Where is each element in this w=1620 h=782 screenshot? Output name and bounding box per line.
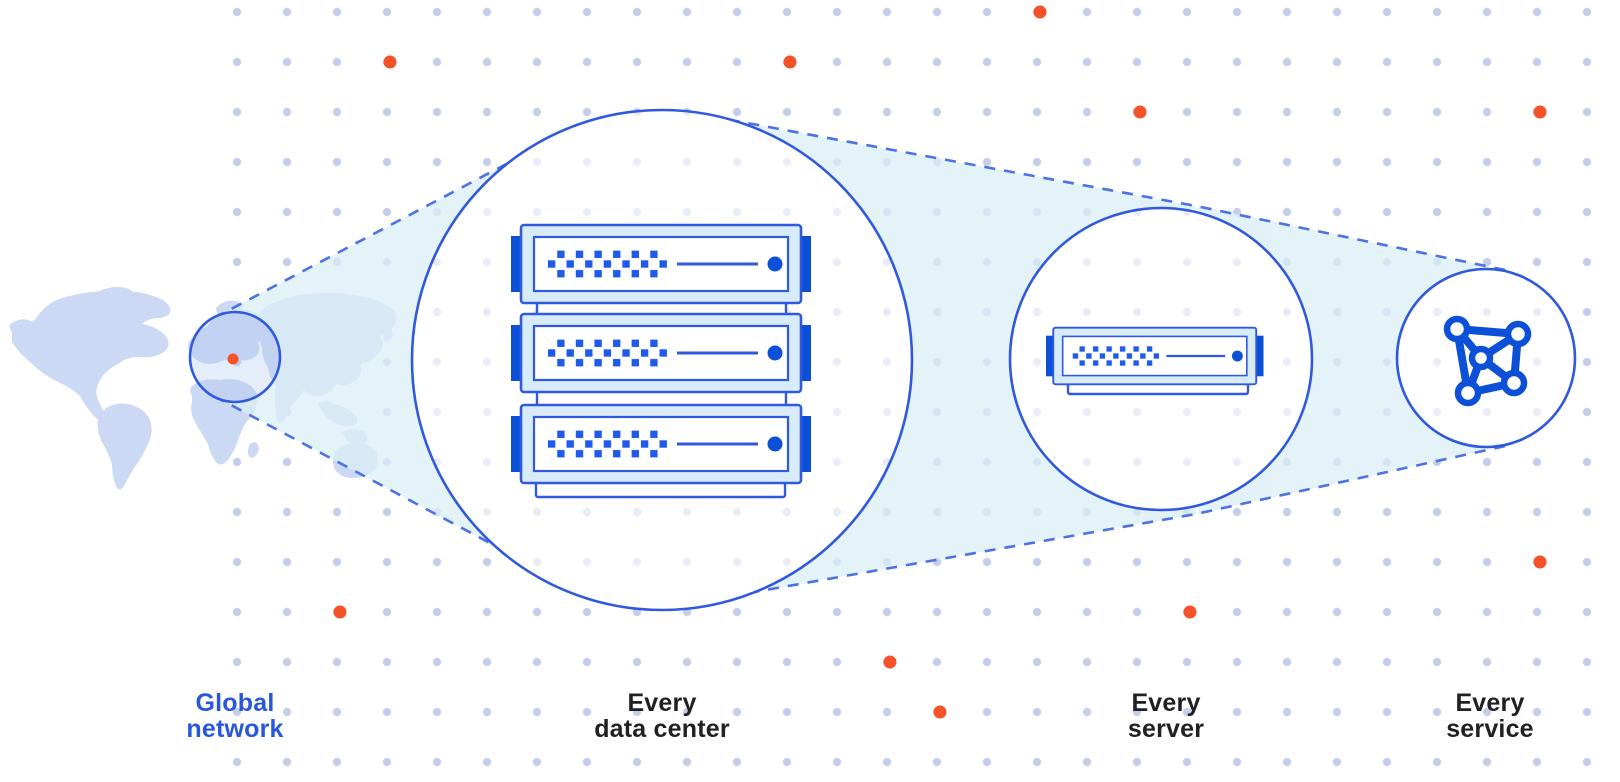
orange-accent-dot — [1033, 5, 1047, 19]
orange-accent-dot — [933, 705, 947, 719]
server-rack-illustration — [509, 223, 813, 499]
stage-label-every-service: Every service — [1360, 690, 1620, 742]
server-unit-1 — [509, 223, 813, 305]
label-line: service — [1446, 715, 1534, 743]
orange-accent-dot — [333, 605, 347, 619]
server-unit-single — [1044, 326, 1265, 386]
orange-accent-dot — [1533, 555, 1547, 569]
stage-label-every-data-center: Every data center — [532, 690, 792, 742]
dashed-line-lower-1 — [213, 394, 551, 577]
orange-accent-dot — [1183, 605, 1197, 619]
server-unit-3 — [509, 403, 813, 485]
orange-accent-dot — [1533, 105, 1547, 119]
label-line: Global — [195, 689, 275, 717]
label-line: Every — [1131, 689, 1201, 717]
dashed-line-upper-1 — [213, 139, 551, 320]
dashed-line-lower-2 — [708, 443, 1511, 602]
label-line: data center — [594, 715, 730, 743]
orange-location-dot — [227, 353, 239, 365]
label-line: Every — [1455, 689, 1525, 717]
label-line: server — [1127, 715, 1205, 743]
single-server-illustration — [1044, 326, 1265, 396]
orange-accent-dot — [1133, 105, 1147, 119]
dashed-guides — [213, 114, 1511, 602]
dashed-line-upper-2 — [708, 114, 1511, 273]
orange-accent-dot — [783, 55, 797, 69]
stage-label-global-network: Global network — [105, 690, 365, 742]
label-line: network — [186, 715, 284, 743]
label-line: Every — [627, 689, 697, 717]
network-mesh-icon — [1443, 315, 1532, 407]
orange-accent-dot — [883, 655, 897, 669]
stage-label-every-server: Every server — [1036, 690, 1296, 742]
orange-accent-dot — [383, 55, 397, 69]
server-unit-2 — [509, 312, 813, 394]
orange-accent-dots — [227, 5, 1547, 719]
